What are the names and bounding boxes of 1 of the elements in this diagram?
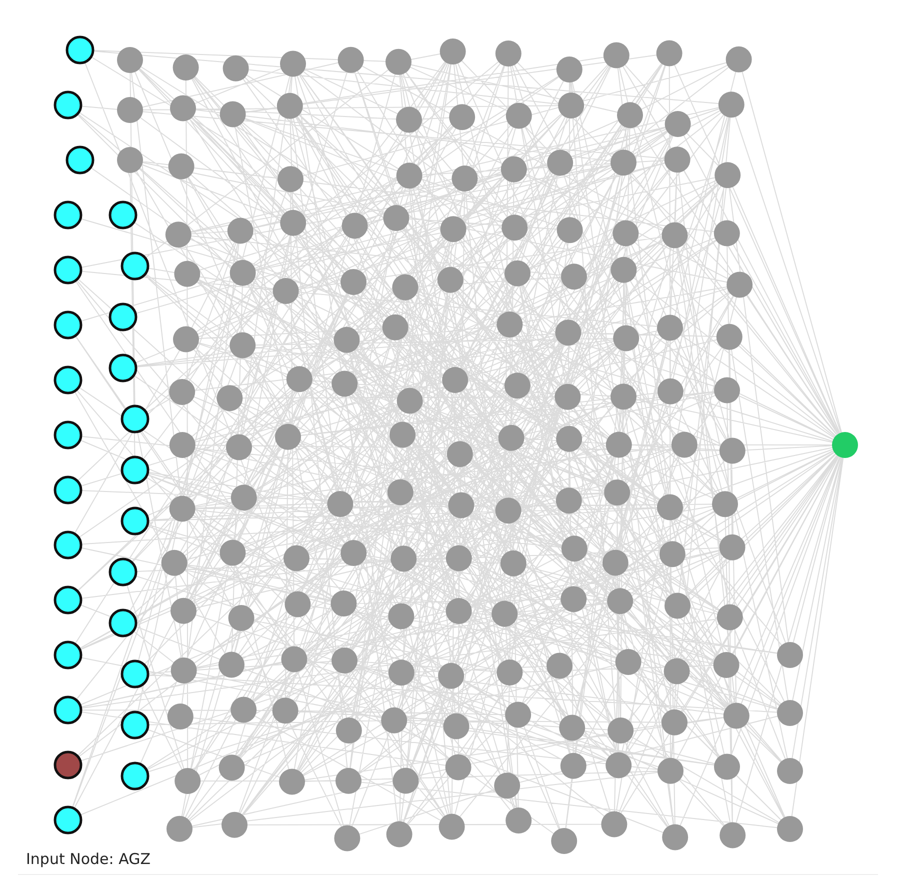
input-node-label: Input Node: AGZ: [26, 850, 150, 868]
